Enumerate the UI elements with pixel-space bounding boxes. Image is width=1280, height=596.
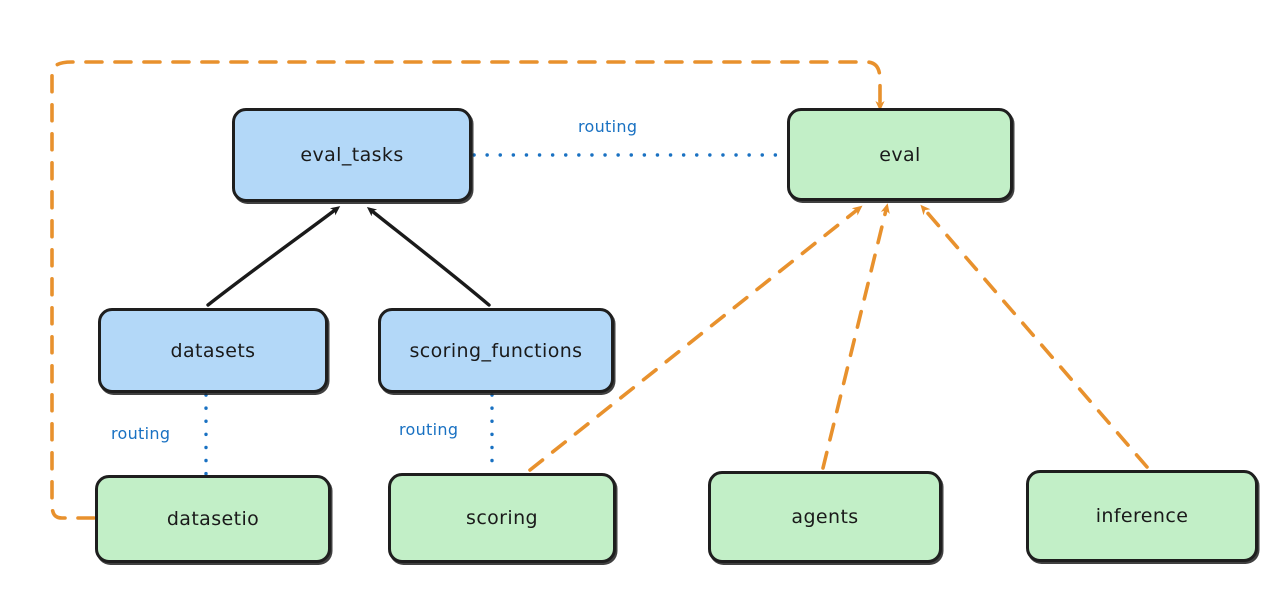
node-label: agents bbox=[791, 506, 859, 528]
node-label: datasetio bbox=[166, 508, 260, 530]
node-label: scoring bbox=[466, 507, 538, 529]
node-eval-tasks[interactable]: eval_tasks bbox=[232, 108, 472, 202]
node-agents[interactable]: agents bbox=[708, 471, 942, 563]
node-datasetio[interactable]: datasetio bbox=[95, 475, 331, 563]
edge-label-routing-scoring: routing bbox=[396, 420, 462, 439]
edge-label-routing-eval: routing bbox=[575, 117, 641, 136]
node-scoring[interactable]: scoring bbox=[388, 473, 616, 563]
node-datasets[interactable]: datasets bbox=[98, 308, 328, 393]
node-label: inference bbox=[1095, 505, 1189, 527]
node-label: scoring_functions bbox=[409, 339, 583, 362]
node-scoring-functions[interactable]: scoring_functions bbox=[378, 308, 614, 393]
node-label: datasets bbox=[170, 339, 256, 362]
edge-label-routing-datasetio: routing bbox=[108, 424, 174, 443]
node-eval[interactable]: eval bbox=[787, 108, 1013, 201]
node-label: eval_tasks bbox=[300, 144, 404, 166]
edge-inference-eval bbox=[920, 204, 1149, 469]
edge-agents-eval bbox=[821, 203, 890, 470]
node-inference[interactable]: inference bbox=[1026, 470, 1258, 562]
edge-datasets-eval_tasks bbox=[206, 206, 341, 307]
edge-scoring_functions-eval_tasks bbox=[366, 206, 491, 307]
node-label: eval bbox=[879, 143, 921, 166]
edge-scoring-eval bbox=[528, 205, 863, 472]
edge-datasetio-eval bbox=[50, 60, 885, 520]
